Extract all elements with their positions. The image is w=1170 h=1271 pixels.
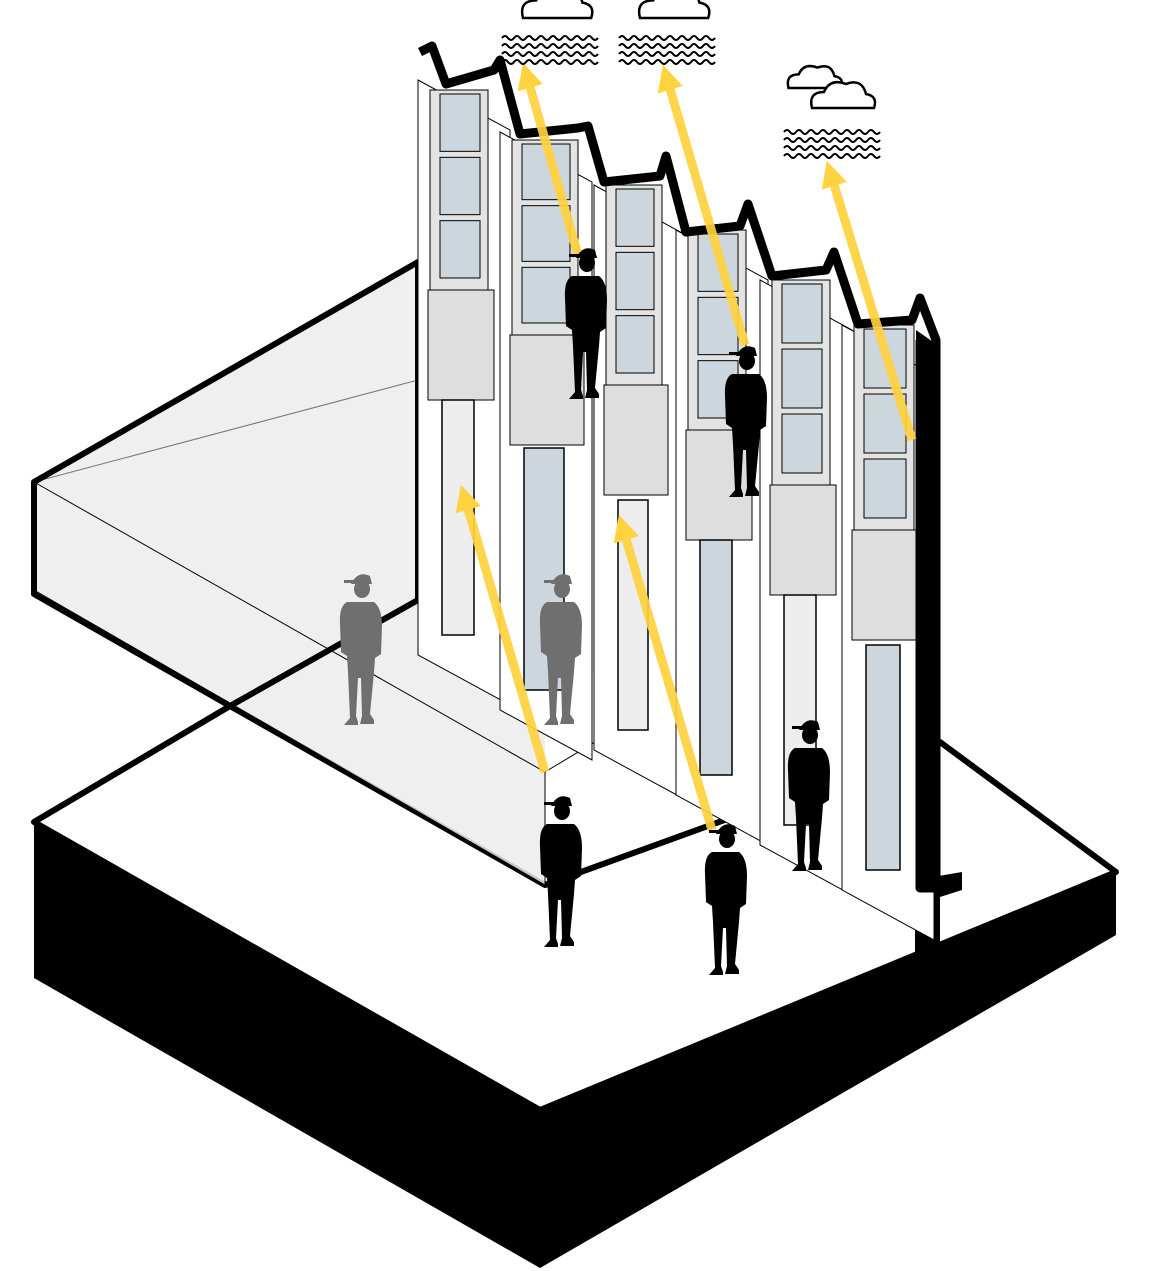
cloud-icon bbox=[639, 0, 709, 18]
window-pane bbox=[522, 267, 570, 323]
lower-window bbox=[866, 645, 900, 870]
wave-line bbox=[619, 36, 715, 40]
window-pane bbox=[440, 94, 480, 151]
view-arrow-icon bbox=[650, 61, 682, 93]
window-pane bbox=[616, 252, 654, 309]
window-pane bbox=[782, 284, 822, 343]
mid-band bbox=[428, 290, 494, 400]
mid-band bbox=[604, 385, 668, 495]
wave-line bbox=[502, 44, 598, 48]
wave-line bbox=[619, 60, 715, 64]
wave-line bbox=[784, 154, 880, 158]
wave-line bbox=[784, 146, 880, 150]
wave-line bbox=[502, 36, 598, 40]
weather-group bbox=[784, 66, 880, 158]
wave-line bbox=[784, 138, 880, 142]
window-pane bbox=[440, 157, 480, 214]
window-pane bbox=[616, 316, 654, 373]
window-pane bbox=[616, 189, 654, 246]
window-pane bbox=[782, 349, 822, 408]
weather-group bbox=[619, 0, 715, 64]
mid-band bbox=[770, 485, 836, 595]
wave-line bbox=[502, 60, 598, 64]
view-arrow-icon bbox=[511, 59, 543, 91]
cloud-icon bbox=[522, 0, 592, 18]
water-waves-icon bbox=[619, 36, 715, 64]
wave-line bbox=[784, 130, 880, 134]
base-slab bbox=[34, 706, 1116, 1268]
end-wall bbox=[916, 330, 936, 890]
wave-line bbox=[619, 52, 715, 56]
window-pane bbox=[782, 414, 822, 473]
window-pane bbox=[440, 221, 480, 278]
wave-line bbox=[502, 52, 598, 56]
lower-window bbox=[700, 540, 732, 775]
window-pane bbox=[864, 459, 906, 518]
weather-group bbox=[502, 0, 598, 64]
mid-band bbox=[510, 335, 584, 445]
mid-band bbox=[852, 530, 920, 640]
water-waves-icon bbox=[502, 36, 598, 64]
wave-line bbox=[619, 44, 715, 48]
water-waves-icon bbox=[784, 130, 880, 158]
view-arrow-icon bbox=[814, 157, 846, 189]
